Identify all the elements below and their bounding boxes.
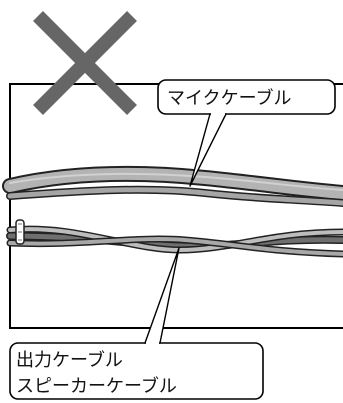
cable-bundle	[2, 165, 343, 258]
output-cable-label: 出力ケーブル	[16, 349, 123, 371]
mic-cable-callout: マイクケーブル	[157, 79, 336, 187]
cable-tie-icon	[15, 219, 25, 245]
mic-cable-label: マイクケーブル	[167, 87, 292, 109]
x-mark-icon	[33, 11, 137, 115]
speaker-cable-label: スピーカーケーブル	[16, 375, 177, 397]
equipment-frame	[9, 83, 343, 329]
cable-group-callout: 出力ケーブル スピーカーケーブル	[9, 247, 264, 400]
